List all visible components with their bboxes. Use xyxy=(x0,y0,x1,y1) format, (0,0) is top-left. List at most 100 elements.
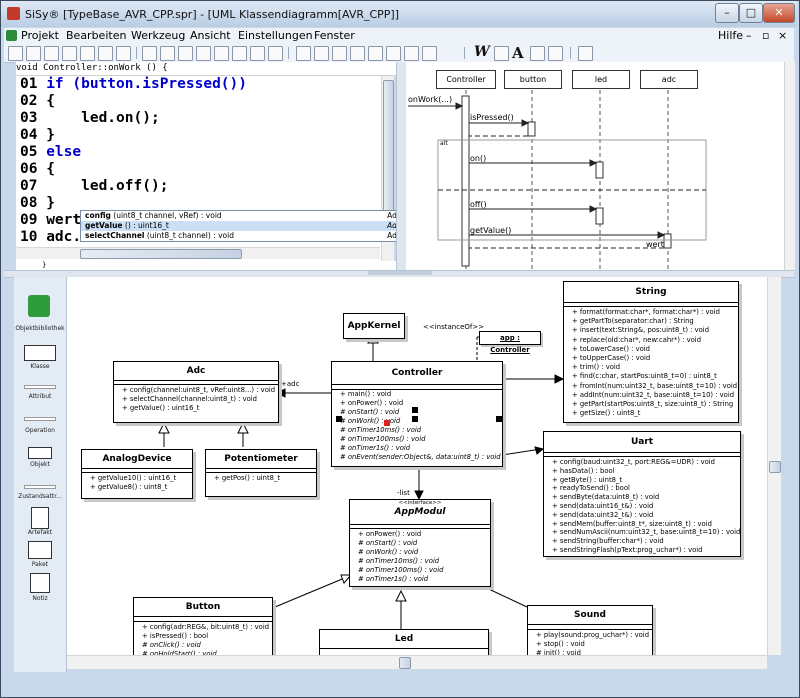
message-onwork[interactable]: onWork(...) xyxy=(408,95,453,104)
operation[interactable]: + send(data:uint16_t&) : void xyxy=(552,502,654,510)
palette-objektbibliothek[interactable]: Objektbibliothek xyxy=(15,325,65,332)
class-led[interactable]: Led xyxy=(319,629,489,655)
operation[interactable]: # onTimer1s() : void xyxy=(358,575,429,583)
selection-handle[interactable] xyxy=(412,407,418,413)
palette-operation[interactable]: Operation xyxy=(25,427,55,434)
operation[interactable]: + getPartTo(separator:char) : String xyxy=(572,317,694,326)
bold-w-icon[interactable]: W xyxy=(474,44,490,60)
operation[interactable]: + getPart(startPos:uint8_t, size:uint8_t… xyxy=(572,400,734,408)
mdi-minimize-button[interactable]: – xyxy=(746,29,752,42)
menu-einstellungen[interactable]: Einstellungen xyxy=(238,29,313,42)
palette-paket[interactable]: Paket xyxy=(31,561,49,568)
operation[interactable]: + sendByte(data:uint8_t) : void xyxy=(552,493,660,502)
class-string[interactable]: String + format(format:char*, format:cha… xyxy=(563,281,739,423)
class-button[interactable]: Button + config(adr:REG&, bit:uint8_t) :… xyxy=(133,597,273,655)
diagram-horizontal-scrollbar[interactable] xyxy=(67,655,767,669)
operation[interactable]: # onTimer100ms() : void xyxy=(340,435,426,443)
menu-hilfe[interactable]: Hilfe xyxy=(718,29,744,42)
list-icon[interactable] xyxy=(404,46,419,61)
object-library-icon[interactable] xyxy=(28,295,50,317)
message-on[interactable]: on() xyxy=(470,154,487,163)
operation[interactable]: + stop() : void xyxy=(536,640,585,648)
operation[interactable]: + replace(old:char*, new:cahr*) : void xyxy=(572,335,702,344)
menu-projekt[interactable]: Projekt xyxy=(21,29,59,42)
operation[interactable]: # onTimer1s() : void xyxy=(340,444,411,452)
close-button[interactable]: ✕ xyxy=(763,3,795,23)
menu-bearbeiten[interactable]: Bearbeiten xyxy=(66,29,127,42)
class-diagram[interactable]: AppKernel <<instanceOf>> app : Controlle… xyxy=(67,277,767,655)
class-appkernel[interactable]: AppKernel xyxy=(343,313,405,339)
operation[interactable]: + getValue10() : uint16_t xyxy=(90,474,177,482)
operation[interactable]: + getByte() : uint8_t xyxy=(552,475,623,484)
message-off[interactable]: off() xyxy=(470,200,487,209)
operation[interactable]: # onStart() : void xyxy=(358,539,418,547)
redo-icon[interactable] xyxy=(160,46,175,61)
minimize-button[interactable]: – xyxy=(715,3,739,23)
class-appmodul[interactable]: <<interface>> AppModul + onPower() : voi… xyxy=(349,499,491,587)
sequence-scrollbar[interactable] xyxy=(784,62,795,270)
page-icon[interactable] xyxy=(98,46,113,61)
class-adc[interactable]: Adc + config(channel:uint8_t, vRef:uint8… xyxy=(113,361,279,423)
cut-icon[interactable] xyxy=(250,46,265,61)
open-folder-icon[interactable] xyxy=(26,46,41,61)
code-hscroll-thumb[interactable] xyxy=(80,249,242,259)
menu-fenster[interactable]: Fenster xyxy=(314,29,355,42)
code-line[interactable]: 03 led.on(); xyxy=(20,110,160,127)
operation[interactable]: + trim() : void xyxy=(572,363,621,372)
autocomplete-popup[interactable]: config (uint8_t channel, vRef) : void Ad… xyxy=(80,210,418,242)
operation[interactable]: # onTimer10ms() : void xyxy=(358,557,440,565)
class-potentiometer[interactable]: Potentiometer + getPos() : uint8_t xyxy=(205,449,317,497)
operation[interactable]: # onWork() : void xyxy=(358,548,419,556)
menu-werkzeug[interactable]: Werkzeug xyxy=(131,29,186,42)
operation[interactable]: + toLowerCase() : void xyxy=(572,344,650,353)
palette-objekt[interactable]: Objekt xyxy=(30,461,50,468)
operation[interactable]: + main() : void xyxy=(340,390,392,398)
operation[interactable]: + getSize() : uint8_t xyxy=(572,409,641,418)
operation[interactable]: + hasData() : bool xyxy=(552,466,615,475)
message-getvalue[interactable]: getValue() xyxy=(470,226,512,235)
operation[interactable]: + fromInt(num:uint32_t, base:uint8_t=10)… xyxy=(572,381,738,390)
mdi-close-button[interactable]: × xyxy=(778,29,788,42)
operation[interactable]: + config(channel:uint8_t, vRef:uint8...)… xyxy=(122,386,276,394)
operation-tool-icon[interactable] xyxy=(24,417,56,421)
book-icon[interactable] xyxy=(578,46,593,61)
operation[interactable]: + onPower() : void xyxy=(358,530,422,538)
operation[interactable]: + getValue() : uint16_t xyxy=(122,404,200,412)
operation[interactable]: # init() : void xyxy=(536,649,581,655)
operation[interactable]: + sendMem(buffer:uint8_t*, size:uint8_t)… xyxy=(552,519,712,528)
delete-icon[interactable] xyxy=(314,46,329,61)
operation[interactable]: + find(c:char, startPos:uint8_t=0) : uin… xyxy=(572,372,717,381)
note-tool-icon[interactable] xyxy=(30,573,50,593)
operation[interactable]: + format(format:char*, format:char*) : v… xyxy=(572,308,720,316)
menu-ansicht[interactable]: Ansicht xyxy=(190,29,231,42)
print-icon[interactable] xyxy=(232,46,247,61)
class-tool-icon[interactable] xyxy=(24,345,56,361)
state-attribute-tool-icon[interactable] xyxy=(24,485,56,489)
message-ispressed[interactable]: isPressed() xyxy=(470,113,514,122)
font-a-icon[interactable]: A xyxy=(512,44,524,62)
align-left-icon[interactable] xyxy=(530,46,545,61)
operation[interactable]: + insert(text:String&, pos:uint8_t) : vo… xyxy=(572,326,710,335)
class-sound[interactable]: Sound + play(sound:prog_uchar*) : void+ … xyxy=(527,605,653,655)
operation[interactable]: + onPower() : void xyxy=(340,399,404,407)
code-line[interactable]: 06 { xyxy=(20,161,55,178)
palette-artefakt[interactable]: Artefakt xyxy=(27,529,53,536)
paste-icon[interactable] xyxy=(296,46,311,61)
class-uart[interactable]: Uart + config(baud:uint32_t, port:REG&=U… xyxy=(543,431,741,557)
operation[interactable]: # onTimer100ms() : void xyxy=(358,566,444,574)
operation[interactable]: + send(data:uint32_t&) : void xyxy=(552,510,654,519)
new-file-icon[interactable] xyxy=(8,46,23,61)
operation[interactable]: + config(baud:uint32_t, port:REG&=UDR) :… xyxy=(552,458,715,466)
operation[interactable]: + sendStringFlash(pText:prog_uchar*) : v… xyxy=(552,546,703,554)
code-line[interactable]: 01 if (button.isPressed()) xyxy=(20,76,247,93)
message-wert[interactable]: wert xyxy=(646,240,664,249)
autocomplete-item-selected[interactable]: getValue () : uint16_t Adc xyxy=(81,221,405,231)
lifeline-led[interactable]: led xyxy=(572,70,630,89)
key-icon[interactable] xyxy=(116,46,131,61)
zoom-out-icon[interactable] xyxy=(178,46,193,61)
operation[interactable]: # onWork() : void xyxy=(340,417,401,425)
selection-handle[interactable] xyxy=(336,416,342,422)
selection-handle[interactable] xyxy=(412,416,418,422)
operation[interactable]: + toUpperCase() : void xyxy=(572,354,651,362)
autocomplete-item[interactable]: config (uint8_t channel, vRef) : void Ad… xyxy=(85,211,401,220)
